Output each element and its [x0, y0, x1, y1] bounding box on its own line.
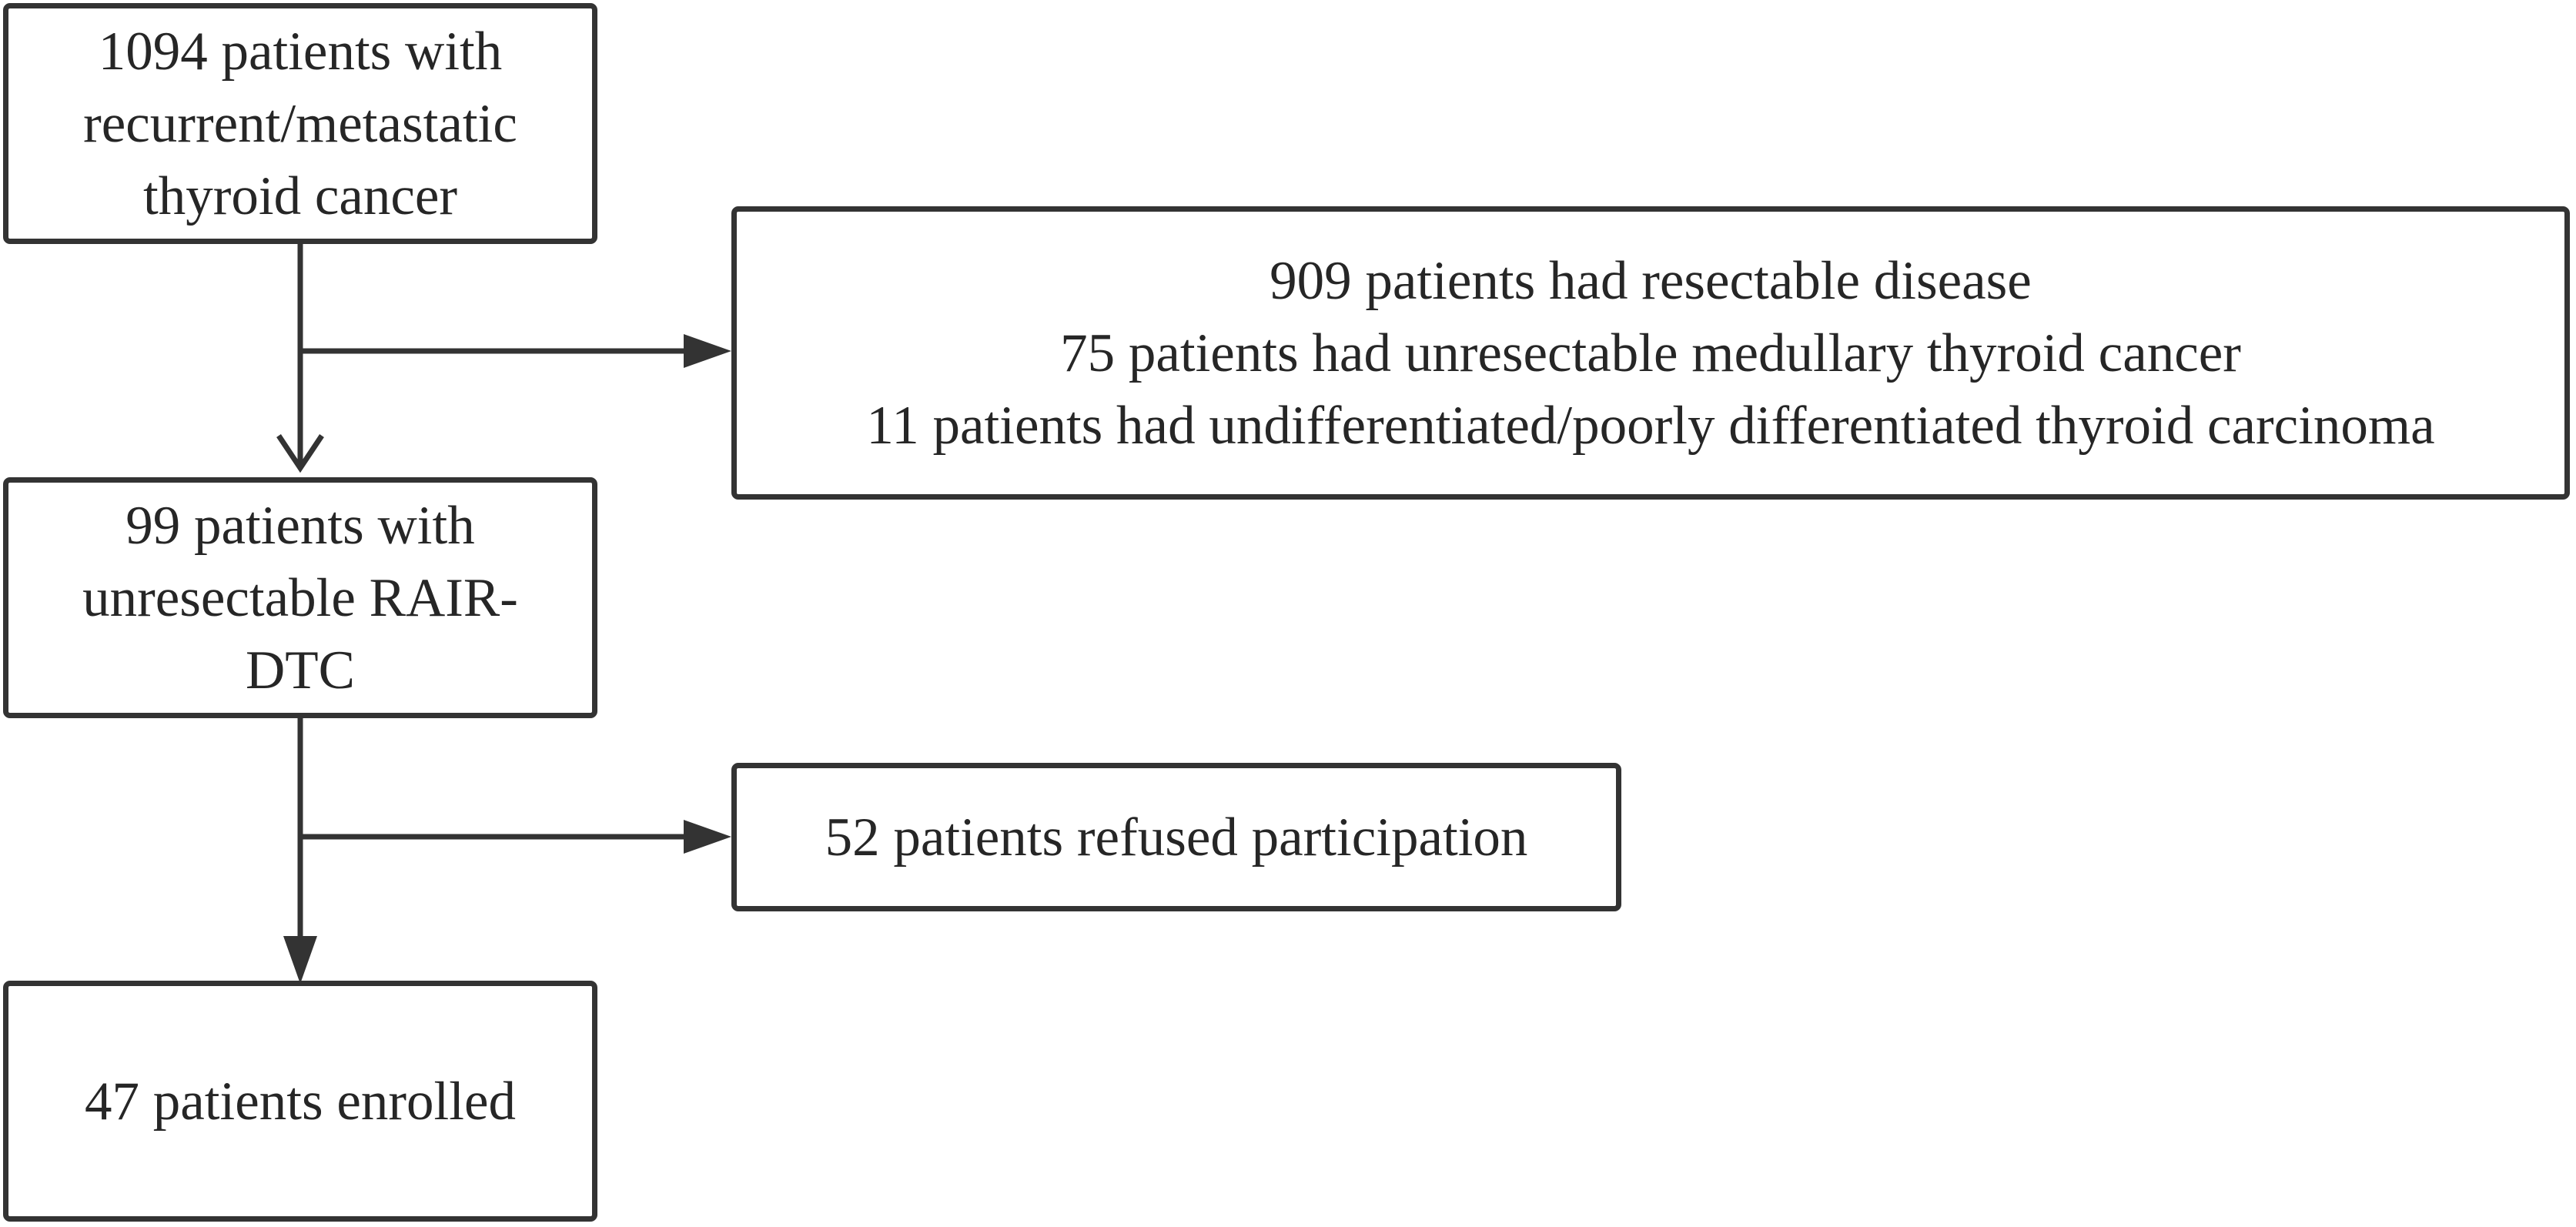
box-line: thyroid cancer [142, 165, 458, 226]
box-line: 99 patients with [125, 495, 475, 556]
box-line: unresectable RAIR- [82, 567, 518, 628]
box-line: 11 patients had undifferentiated/poorly … [866, 395, 2435, 456]
arrowhead-down-icon [283, 936, 317, 984]
chevron-down-icon [276, 434, 324, 473]
box-enrolled-patients-text: 47 patients enrolled [85, 1065, 516, 1138]
box-eligible-patients: 99 patients with unresectable RAIR- DTC [3, 477, 597, 718]
box-line: recurrent/metastatic [83, 93, 517, 154]
box-refused-participation: 52 patients refused participation [731, 763, 1621, 911]
box-exclusion-reasons-text: 909 patients had resectable disease 75 p… [866, 245, 2434, 462]
box-total-patients-text: 1094 patients with recurrent/metastatic … [83, 15, 517, 232]
arrowhead-right-icon [684, 334, 731, 368]
box-line: 909 patients had resectable disease [1270, 250, 2032, 311]
box-total-patients: 1094 patients with recurrent/metastatic … [3, 3, 597, 244]
box-enrolled-patients: 47 patients enrolled [3, 981, 597, 1222]
box-line: DTC [245, 640, 355, 700]
box-line: 47 patients enrolled [85, 1071, 516, 1132]
arrowhead-right-icon [684, 820, 731, 854]
box-line: 52 patients refused participation [825, 807, 1528, 868]
box-refused-participation-text: 52 patients refused participation [825, 801, 1528, 874]
box-line: 75 patients had unresectable medullary t… [1060, 323, 2241, 383]
box-line: 1094 patients with [98, 21, 503, 82]
box-exclusion-reasons: 909 patients had resectable disease 75 p… [731, 206, 2570, 500]
box-eligible-patients-text: 99 patients with unresectable RAIR- DTC [82, 490, 518, 707]
